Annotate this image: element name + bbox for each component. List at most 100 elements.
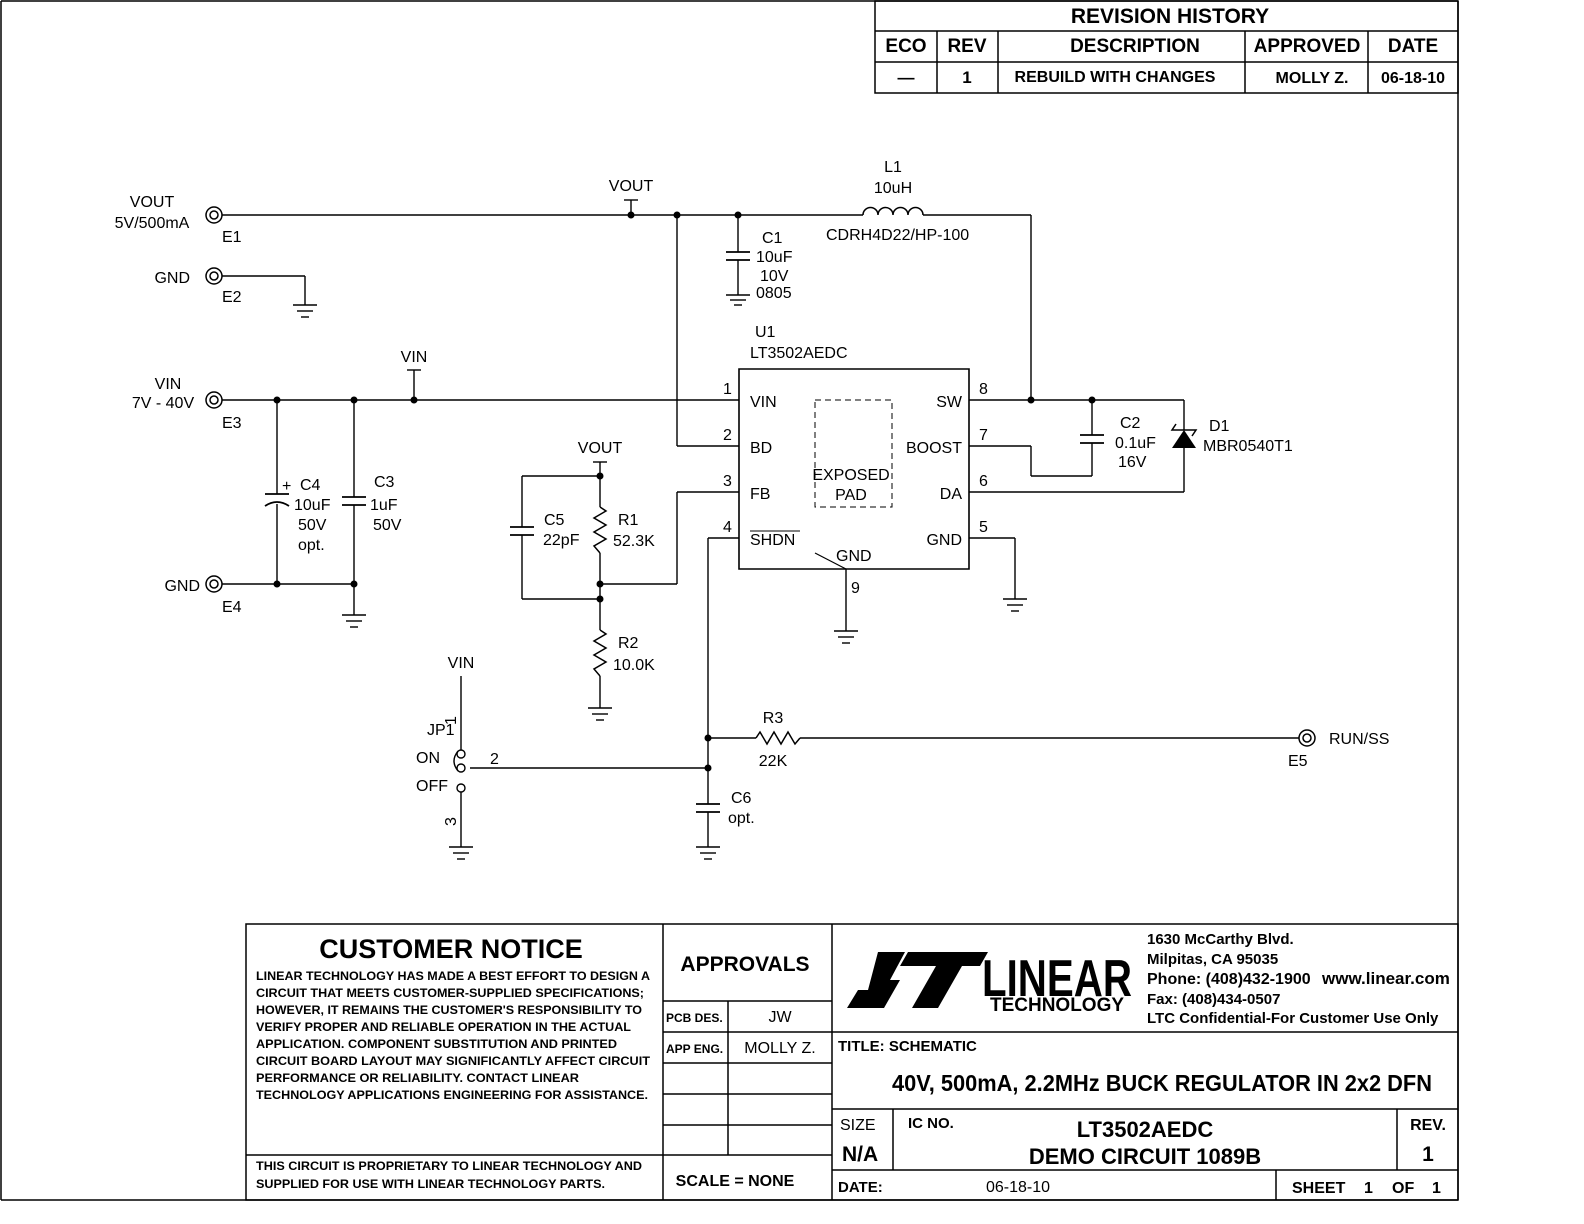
u1-pin-da: DA — [940, 486, 963, 503]
c3-voltage: 50V — [373, 517, 402, 534]
approvals-title: APPROVALS — [680, 953, 809, 976]
inductor-l1-icon — [863, 208, 923, 215]
schematic-title: 40V, 500mA, 2.2MHz BUCK REGULATOR IN 2x2… — [892, 1070, 1432, 1096]
junction-dots — [273, 211, 1096, 772]
net-label-vin: VIN — [401, 349, 428, 366]
u1-pin-vin: VIN — [750, 394, 777, 411]
company-info: 1630 McCarthy Blvd. Milpitas, CA 95035 P… — [1147, 931, 1450, 1027]
e2-id: E2 — [222, 289, 242, 306]
d1-part: MBR0540T1 — [1203, 438, 1293, 455]
capacitor-c5-icon — [510, 527, 534, 535]
rev-header-approved: APPROVED — [1254, 36, 1361, 57]
terminal-e4 — [206, 576, 222, 592]
logo-word: LINEAR — [982, 950, 1132, 1008]
notice-line-7: PERFORMANCE OR RELIABILITY. CONTACT LINE… — [256, 1071, 579, 1085]
c1-ref: C1 — [762, 230, 783, 247]
resistor-r2-icon — [594, 630, 606, 676]
ic-number: LT3502AEDC — [1077, 1117, 1214, 1142]
capacitor-c4-icon — [265, 494, 289, 506]
rev-label: REV. — [1410, 1117, 1446, 1134]
sheet-label: SHEET — [1292, 1180, 1346, 1197]
revision-title: REVISION HISTORY — [1071, 5, 1269, 28]
proprietary-line-1: THIS CIRCUIT IS PROPRIETARY TO LINEAR TE… — [256, 1159, 642, 1173]
of-label: OF — [1392, 1180, 1414, 1197]
u1-ref: U1 — [755, 324, 776, 341]
notice-line-4: VERIFY PROPER AND RELIABLE OPERATION IN … — [256, 1020, 631, 1034]
ground-icon — [588, 708, 612, 720]
rev-cell-date: 06-18-10 — [1381, 70, 1445, 87]
phone: Phone: (408)432-1900 — [1147, 971, 1311, 988]
c2-ref: C2 — [1120, 415, 1141, 432]
sheet-number: 1 — [1364, 1180, 1373, 1197]
e5-label: RUN/SS — [1329, 731, 1389, 748]
r1-value: 52.3K — [613, 533, 655, 550]
u1-pin-num-5: 5 — [979, 519, 988, 536]
fax: Fax: (408)434-0507 — [1147, 991, 1280, 1008]
ground-icon — [726, 295, 750, 305]
rev-header-rev: REV — [947, 36, 986, 57]
terminals — [206, 207, 1315, 746]
u1-pin-bd: BD — [750, 440, 772, 457]
ground-icon — [1003, 599, 1027, 611]
title-block-grid — [246, 924, 1458, 1200]
logo-subtitle: TECHNOLOGY — [990, 995, 1124, 1016]
e3-spec: 7V - 40V — [132, 395, 195, 412]
e3-id: E3 — [222, 415, 242, 432]
ground-icon — [293, 305, 317, 317]
ic-no-label: IC NO. — [908, 1115, 954, 1132]
d1-ref: D1 — [1209, 418, 1230, 435]
linear-technology-logo: LINEAR TECHNOLOGY — [847, 950, 1132, 1016]
u1-pin-num-1: 1 — [723, 381, 732, 398]
net-label-vout-fb: VOUT — [578, 440, 623, 457]
confidential-note: LTC Confidential-For Customer Use Only — [1147, 1010, 1439, 1027]
terminal-e3 — [206, 392, 222, 408]
u1-pin-num-4: 4 — [723, 519, 732, 536]
c5-value: 22pF — [543, 532, 580, 549]
u1-pin-num-7: 7 — [979, 427, 988, 444]
capacitor-c6-icon — [696, 804, 720, 812]
r3-value: 22K — [759, 753, 788, 770]
jumper-jp1-icon — [454, 750, 465, 792]
title-fields: TITLE: SCHEMATIC 40V, 500mA, 2.2MHz BUCK… — [838, 1038, 1446, 1197]
capacitor-c3-icon — [342, 497, 366, 505]
schematic-wires — [222, 200, 1299, 847]
jp1-pin1: 1 — [443, 716, 460, 725]
u1-pin-num-3: 3 — [723, 473, 732, 490]
u1-pin-num-8: 8 — [979, 381, 988, 398]
u1-pin-num-6: 6 — [979, 473, 988, 490]
lt-logo-icon — [847, 952, 988, 1008]
rev-header-description: DESCRIPTION — [1070, 36, 1200, 57]
u1-part: LT3502AEDC — [750, 345, 848, 362]
c2-voltage: 16V — [1118, 454, 1147, 471]
rev-header-date: DATE — [1388, 36, 1438, 57]
u1-pad-label2: PAD — [835, 487, 867, 504]
c4-polarity: + — [282, 478, 291, 495]
date-label: DATE: — [838, 1179, 883, 1196]
resistors — [594, 507, 800, 744]
ground-icon — [342, 615, 366, 627]
l1-part: CDRH4D22/HP-100 — [826, 227, 969, 244]
c6-optional: opt. — [728, 810, 755, 827]
terminal-e5 — [1299, 730, 1315, 746]
notice-line-5: APPLICATION. COMPONENT SUBSTITUTION AND … — [256, 1037, 617, 1051]
terminal-e1 — [206, 207, 222, 223]
proprietary-line-2: SUPPLIED FOR USE WITH LINEAR TECHNOLOGY … — [256, 1177, 605, 1191]
approvals-block: APPROVALS PCB DES. JW APP ENG. MOLLY Z. … — [666, 953, 816, 1190]
title-label: TITLE: SCHEMATIC — [838, 1038, 977, 1055]
size-value: N/A — [842, 1143, 878, 1166]
c3-value: 1uF — [370, 497, 398, 514]
c5-ref: C5 — [544, 512, 565, 529]
capacitor-c2-icon — [1080, 435, 1104, 443]
sheet-total: 1 — [1432, 1180, 1441, 1197]
app-engineer-label: APP ENG. — [666, 1042, 723, 1056]
capacitor-c1-icon — [726, 252, 750, 260]
r2-value: 10.0K — [613, 657, 655, 674]
resistor-r3-icon — [756, 732, 800, 744]
notice-title: CUSTOMER NOTICE — [319, 934, 583, 964]
u1-pin-sw: SW — [936, 394, 963, 411]
e5-id: E5 — [1288, 753, 1308, 770]
c4-voltage: 50V — [298, 517, 327, 534]
e2-label: GND — [154, 270, 190, 287]
revision-history-table: REVISION HISTORY ECO REV DESCRIPTION APP… — [875, 1, 1458, 93]
capacitor-plates — [265, 252, 1104, 812]
